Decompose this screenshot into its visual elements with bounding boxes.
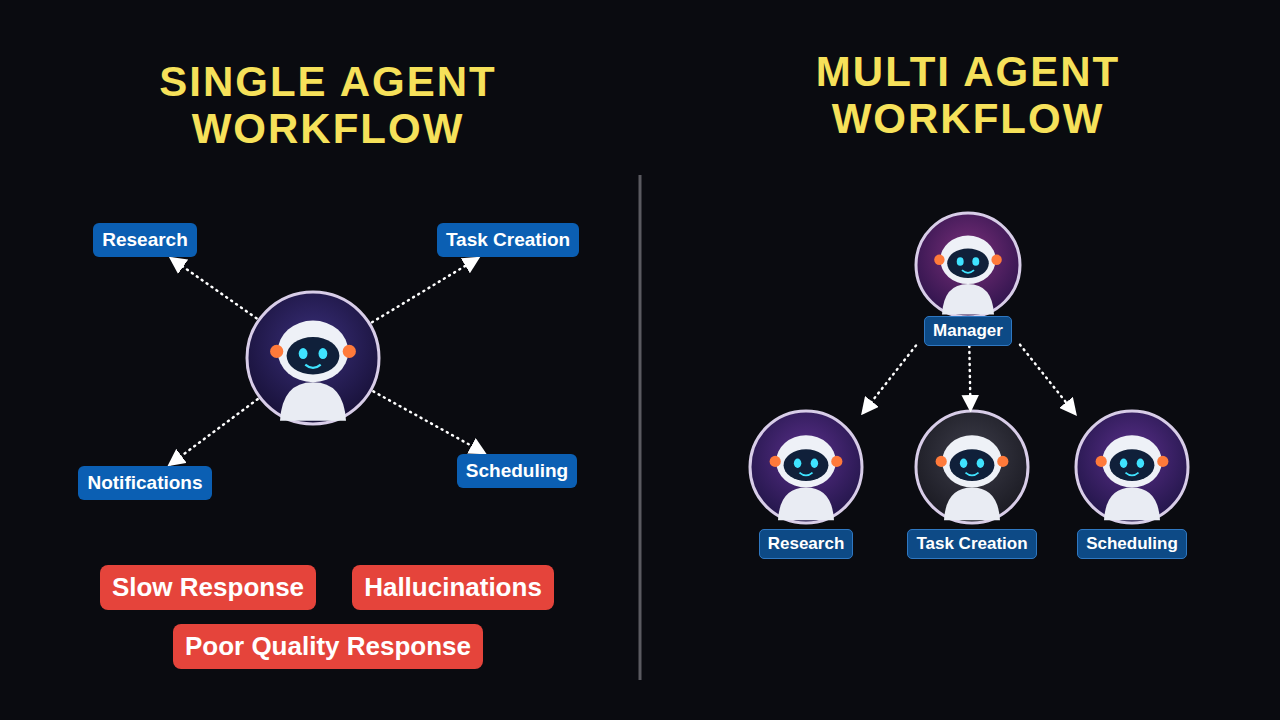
robot-eye (957, 257, 964, 266)
task-box: Scheduling (457, 454, 577, 488)
agent-label: Scheduling (1077, 529, 1187, 559)
robot-frame (750, 411, 862, 523)
robot-illustrations (247, 213, 1188, 523)
robot-eye (972, 257, 979, 266)
agent-node: Research (750, 411, 862, 559)
robot-illustration (1076, 411, 1188, 523)
issue-tag: Slow Response (100, 565, 316, 610)
issue-tag: Hallucinations (352, 565, 554, 610)
agent-label: Task Creation (907, 529, 1036, 559)
robot-frame (916, 411, 1028, 523)
robot-visor (287, 337, 340, 374)
agent-label: Notifications (78, 466, 211, 500)
robot-body (1104, 488, 1160, 521)
robot-eye (1137, 459, 1144, 468)
robot-illustration (916, 411, 1028, 523)
robot-frame (1076, 411, 1188, 523)
robot-eye (811, 459, 818, 468)
robot-frame (247, 292, 379, 424)
agent-node: Task Creation (907, 411, 1036, 559)
section-heading: SINGLE AGENT WORKFLOW (118, 58, 538, 152)
robot-body (942, 284, 994, 314)
leader-line (373, 391, 483, 452)
robot-ear (1096, 456, 1107, 467)
robot-head (278, 321, 348, 383)
robot-head (1102, 435, 1162, 487)
robot-eye (960, 459, 967, 468)
robot-ear (831, 456, 842, 467)
robot-ear (770, 456, 781, 467)
robot-smile (965, 473, 978, 476)
agent-label: Scheduling (457, 454, 577, 488)
robot-smile (1125, 473, 1138, 476)
agent-label: Task Creation (437, 223, 579, 257)
agent-label: Research (759, 529, 854, 559)
leader-line (170, 399, 257, 464)
robot-visor (784, 449, 829, 481)
issue-tag: Poor Quality Response (173, 624, 483, 669)
robot-smile (305, 365, 320, 368)
robot-eye (319, 348, 328, 359)
divider-line (639, 175, 642, 680)
robot-illustration (916, 213, 1020, 317)
robot-ear (997, 456, 1008, 467)
robot-ear (270, 345, 283, 358)
task-box: Task Creation (437, 223, 579, 257)
issue-label: Hallucinations (352, 565, 554, 610)
robot-visor (1110, 449, 1155, 481)
robot-eye (977, 459, 984, 468)
robot-eye (794, 459, 801, 468)
agent-node: Manager (916, 213, 1020, 346)
robot-head (942, 435, 1002, 487)
robot-ear (936, 456, 947, 467)
robot-head (940, 236, 995, 285)
agent-label: Manager (924, 316, 1012, 346)
robot-ear (934, 255, 944, 265)
robot-eye (1120, 459, 1127, 468)
agent-label: Research (93, 223, 197, 257)
robot-visor (947, 249, 989, 278)
connector-arrow (1020, 345, 1075, 414)
agent-node: Scheduling (1076, 411, 1188, 559)
robot-eye (299, 348, 308, 359)
robot-body (778, 488, 834, 521)
leader-line (172, 259, 257, 319)
connector-arrow (969, 346, 970, 409)
task-box: Research (93, 223, 197, 257)
robot-visor (950, 449, 995, 481)
leader-lines (170, 259, 483, 465)
section-heading: MULTI AGENT WORKFLOW (758, 48, 1178, 142)
robot-frame (916, 213, 1020, 317)
robot-ear (991, 255, 1001, 265)
robot-illustration (750, 411, 862, 523)
issue-label: Poor Quality Response (173, 624, 483, 669)
robot-illustration (247, 292, 379, 424)
robot-smile (799, 473, 812, 476)
robot-body (944, 488, 1000, 521)
robot-ear (1157, 456, 1168, 467)
task-box: Notifications (78, 466, 211, 500)
robot-head (776, 435, 836, 487)
issue-label: Slow Response (100, 565, 316, 610)
robot-smile (962, 270, 974, 273)
connector-arrow (863, 345, 916, 412)
robot-body (280, 382, 346, 421)
robot-ear (343, 345, 356, 358)
leader-line (372, 259, 477, 323)
